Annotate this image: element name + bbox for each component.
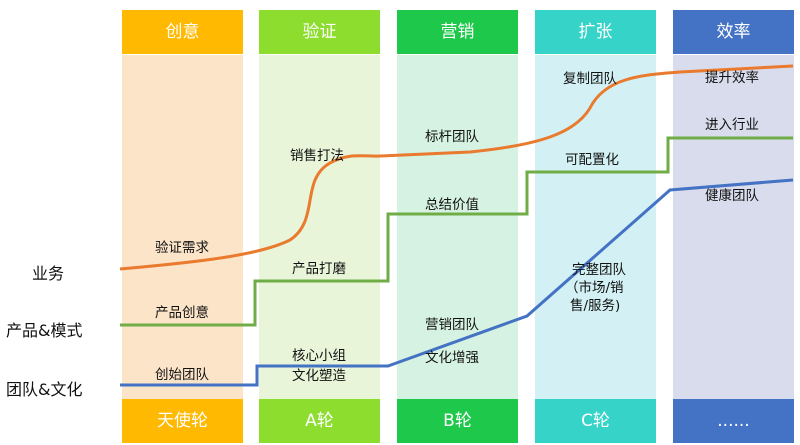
label-benchmark-team: 标杆团队 — [425, 129, 479, 145]
team-line — [120, 178, 794, 387]
label-culture-shaping: 文化塑造 — [292, 368, 346, 384]
label-founding-team: 创始团队 — [155, 367, 209, 383]
stage-header-idea: 创意 — [122, 10, 243, 54]
business-line — [119, 64, 794, 271]
stage-header-efficiency: 效率 — [673, 10, 794, 54]
label-product-idea: 产品创意 — [155, 305, 209, 321]
stage-header-validate: 验证 — [259, 10, 380, 54]
label-improve-efficiency: 提升效率 — [705, 70, 759, 86]
stage-column-expansion-bg — [535, 55, 656, 399]
label-complete-team-1: 完整团队 — [572, 262, 626, 278]
label-validate-demand: 验证需求 — [155, 240, 209, 256]
round-footer-a: A轮 — [259, 399, 380, 443]
label-complete-team-2: （市场/销 — [565, 280, 624, 296]
product-line — [120, 136, 793, 327]
label-replicate-team: 复制团队 — [563, 71, 617, 87]
label-enter-industry: 进入行业 — [705, 117, 759, 133]
round-footer-more: ...... — [673, 399, 794, 443]
stage-column-validate-bg — [259, 55, 380, 399]
round-footer-angel: 天使轮 — [122, 399, 243, 443]
label-culture-boost: 文化增强 — [425, 350, 479, 366]
row-label-business: 业务 — [32, 264, 65, 283]
row-label-product: 产品&模式 — [6, 321, 83, 340]
round-footer-c: C轮 — [535, 399, 656, 443]
label-core-group: 核心小组 — [292, 348, 346, 364]
stage-header-marketing: 营销 — [397, 10, 518, 54]
label-complete-team-3: 售/服务) — [570, 298, 621, 314]
round-footer-b: B轮 — [397, 399, 518, 443]
label-healthy-team: 健康团队 — [705, 188, 759, 204]
row-label-team: 团队&文化 — [6, 380, 83, 399]
label-configurable: 可配置化 — [565, 152, 619, 168]
label-marketing-team: 营销团队 — [425, 317, 479, 333]
stage-column-idea-bg — [122, 55, 243, 399]
label-summarize-value: 总结价值 — [425, 197, 479, 213]
stage-header-expansion: 扩张 — [535, 10, 656, 54]
stage-column-efficiency-bg — [673, 55, 794, 399]
label-product-polish: 产品打磨 — [292, 261, 346, 277]
label-sales-method: 销售打法 — [290, 148, 344, 164]
